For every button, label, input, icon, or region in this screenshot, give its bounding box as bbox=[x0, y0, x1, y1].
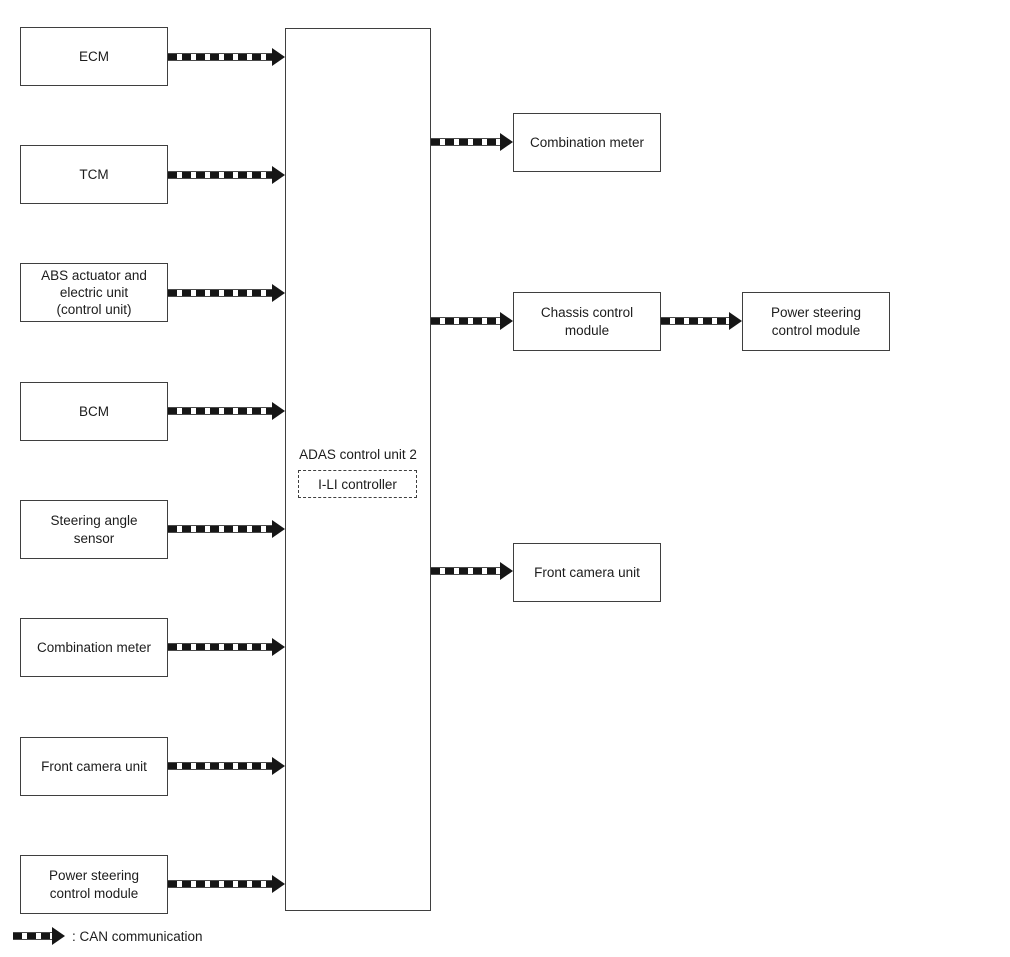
node-label: Front camera unit bbox=[41, 758, 147, 774]
node-steering-angle-sensor: Steering angle sensor bbox=[20, 500, 168, 559]
node-tcm: TCM bbox=[20, 145, 168, 204]
can-arrow-adas-to-chassis-control bbox=[431, 312, 513, 330]
node-front-camera-unit-left: Front camera unit bbox=[20, 737, 168, 796]
node-combination-meter-right: Combination meter bbox=[513, 113, 661, 172]
legend-can-arrow-icon bbox=[13, 927, 65, 945]
can-arrow-power-steering-to-adas bbox=[168, 875, 285, 893]
node-bcm: BCM bbox=[20, 382, 168, 441]
can-arrow-sas-to-adas bbox=[168, 520, 285, 538]
node-label: Front camera unit bbox=[534, 564, 640, 580]
can-arrow-adas-to-combination-meter bbox=[431, 133, 513, 151]
node-label: ABS actuator and electric unit (control … bbox=[41, 267, 147, 318]
node-abs-actuator-control-unit: ABS actuator and electric unit (control … bbox=[20, 263, 168, 322]
arrow-shaft bbox=[661, 317, 729, 325]
node-front-camera-unit-right: Front camera unit bbox=[513, 543, 661, 602]
arrow-shaft bbox=[168, 171, 272, 179]
legend: : CAN communication bbox=[13, 927, 203, 945]
node-label: BCM bbox=[79, 403, 109, 419]
legend-text: : CAN communication bbox=[72, 928, 203, 944]
arrow-head bbox=[272, 284, 285, 302]
node-power-steering-right: Power steering control module bbox=[742, 292, 890, 351]
arrow-shaft bbox=[168, 880, 272, 888]
node-label: Power steering control module bbox=[770, 305, 862, 338]
arrow-head bbox=[729, 312, 742, 330]
can-arrow-adas-to-front-camera bbox=[431, 562, 513, 580]
arrow-shaft bbox=[168, 762, 272, 770]
node-label: Combination meter bbox=[529, 134, 645, 150]
node-ecm: ECM bbox=[20, 27, 168, 86]
node-ili-controller: I-LI controller bbox=[298, 470, 417, 498]
can-arrow-combination-meter-to-adas bbox=[168, 638, 285, 656]
arrow-head bbox=[272, 166, 285, 184]
arrow-head bbox=[500, 562, 513, 580]
arrow-shaft bbox=[431, 567, 500, 575]
can-arrow-abs-to-adas bbox=[168, 284, 285, 302]
arrow-head bbox=[500, 133, 513, 151]
can-arrow-front-camera-to-adas bbox=[168, 757, 285, 775]
ili-controller-label: I-LI controller bbox=[318, 476, 397, 492]
arrow-shaft bbox=[168, 53, 272, 61]
arrow-head bbox=[272, 875, 285, 893]
can-arrow-bcm-to-adas bbox=[168, 402, 285, 420]
arrow-head bbox=[272, 402, 285, 420]
arrow-shaft bbox=[168, 407, 272, 415]
node-adas-control-unit-2: ADAS control unit 2 I-LI controller bbox=[285, 28, 431, 911]
node-label: TCM bbox=[79, 166, 109, 182]
arrow-shaft bbox=[431, 138, 500, 146]
node-power-steering-left: Power steering control module bbox=[20, 855, 168, 914]
can-arrow-chassis-to-power-steering bbox=[661, 312, 742, 330]
can-arrow-ecm-to-adas bbox=[168, 48, 285, 66]
node-label: Steering angle sensor bbox=[50, 513, 138, 546]
arrow-head bbox=[52, 927, 65, 945]
can-arrow-tcm-to-adas bbox=[168, 166, 285, 184]
arrow-head bbox=[272, 520, 285, 538]
arrow-shaft bbox=[168, 289, 272, 297]
arrow-shaft bbox=[168, 643, 272, 651]
node-label: ECM bbox=[79, 48, 109, 64]
node-chassis-control-module: Chassis control module bbox=[513, 292, 661, 351]
node-label: Combination meter bbox=[36, 639, 152, 655]
arrow-shaft bbox=[13, 932, 52, 940]
node-label: Power steering control module bbox=[48, 868, 140, 901]
arrow-head bbox=[272, 48, 285, 66]
arrow-shaft bbox=[431, 317, 500, 325]
arrow-shaft bbox=[168, 525, 272, 533]
arrow-head bbox=[500, 312, 513, 330]
arrow-head bbox=[272, 638, 285, 656]
node-label: Chassis control module bbox=[540, 305, 634, 338]
adas-control-unit-label: ADAS control unit 2 bbox=[299, 447, 417, 462]
arrow-head bbox=[272, 757, 285, 775]
node-combination-meter-left: Combination meter bbox=[20, 618, 168, 677]
